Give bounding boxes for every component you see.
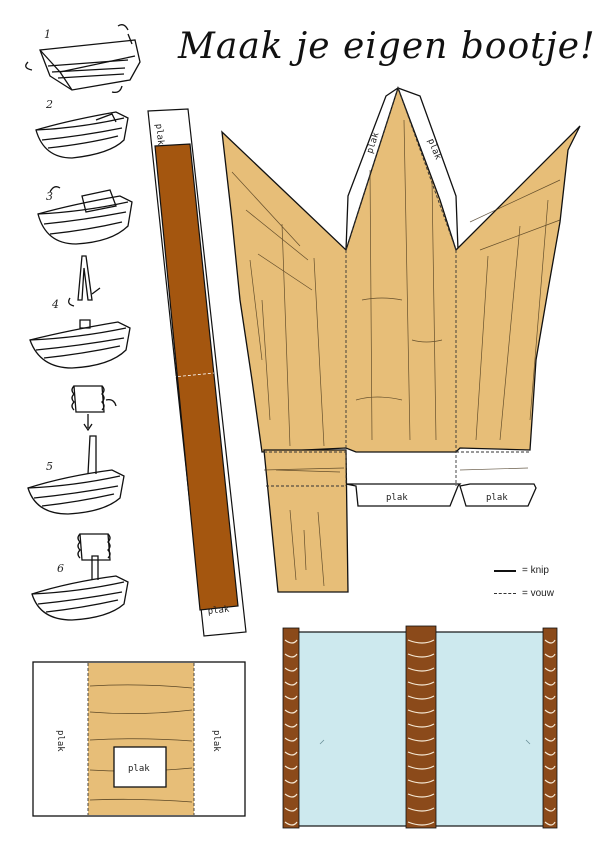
glue-label: plak — [55, 730, 65, 752]
step-number: 5 — [46, 460, 53, 473]
legend-fold-label: = vouw — [522, 588, 554, 599]
rope-wrap — [544, 667, 556, 672]
step-number: 3 — [46, 190, 53, 203]
rope-wrap — [284, 793, 298, 798]
rope-wrap — [407, 793, 435, 798]
glue-label: plak — [486, 493, 508, 503]
boat-step-3-illustration — [37, 186, 133, 245]
boat-step-1-illustration — [25, 24, 141, 94]
rope-wrap — [284, 681, 298, 686]
rope-wrap — [544, 709, 556, 714]
rope-wrap — [407, 765, 435, 770]
rope-wrap — [544, 653, 556, 658]
step-number: 4 — [52, 298, 59, 311]
rope-wrap — [407, 639, 435, 644]
sail-piece — [282, 625, 558, 829]
fold-line-sample — [494, 593, 516, 594]
legend-cut: = knip — [494, 565, 549, 576]
glue-label: plak — [386, 493, 408, 503]
hull-net: plak plak plak plak — [221, 86, 581, 593]
cut-line-sample — [494, 569, 516, 572]
glue-label: plak — [207, 605, 230, 617]
deck-piece: plak plak plak — [32, 661, 246, 817]
rope-wrap — [407, 695, 435, 700]
boat-step-6-illustration — [31, 533, 129, 621]
page-title: Maak je eigen bootje! — [178, 26, 595, 67]
rope-wrap — [407, 723, 435, 728]
rope-wrap — [544, 723, 556, 728]
legend-cut-label: = knip — [522, 565, 549, 576]
rope-wrap — [407, 751, 435, 756]
mast-strip: plak plak — [147, 108, 247, 637]
rope-wrap — [284, 653, 298, 658]
rope-wrap — [407, 779, 435, 784]
rope-wrap — [544, 751, 556, 756]
glue-label: plak — [153, 123, 165, 146]
rope-wrap — [284, 639, 298, 644]
boat-step-4-illustration — [29, 255, 131, 369]
glue-label: plak — [128, 764, 150, 774]
rope-roll-left — [282, 627, 300, 829]
rope-wrap — [407, 709, 435, 714]
rope-wrap — [284, 807, 298, 812]
boat-step-5-illustration — [27, 385, 125, 515]
rope-wrap — [284, 723, 298, 728]
rope-wrap — [407, 653, 435, 658]
rope-wrap — [544, 737, 556, 742]
rope-wrap — [544, 793, 556, 798]
step-number: 2 — [46, 98, 53, 111]
rope-wrap — [284, 779, 298, 784]
glue-label: plak — [211, 730, 221, 752]
rope-wrap — [284, 737, 298, 742]
rope-wrap — [544, 821, 556, 826]
rope-wrap — [284, 709, 298, 714]
rope-wrap — [544, 779, 556, 784]
rope-roll-right — [542, 627, 558, 829]
rope-wrap — [407, 807, 435, 812]
rope-wrap — [407, 737, 435, 742]
rope-wrap — [544, 807, 556, 812]
boat-step-2-illustration — [35, 111, 129, 159]
rope-wrap — [284, 667, 298, 672]
rope-wrap — [544, 765, 556, 770]
rope-wrap — [407, 667, 435, 672]
rope-wrap — [544, 695, 556, 700]
rope-wrap — [407, 821, 435, 826]
step-number: 6 — [57, 562, 64, 575]
rope-wrap — [544, 681, 556, 686]
rope-wrap — [284, 751, 298, 756]
rope-wrap — [407, 681, 435, 686]
rope-wrap — [544, 639, 556, 644]
rope-wrap — [284, 821, 298, 826]
step-number: 1 — [44, 28, 51, 41]
rope-wrap — [284, 765, 298, 770]
legend-fold: = vouw — [494, 588, 554, 599]
rope-wrap — [284, 695, 298, 700]
